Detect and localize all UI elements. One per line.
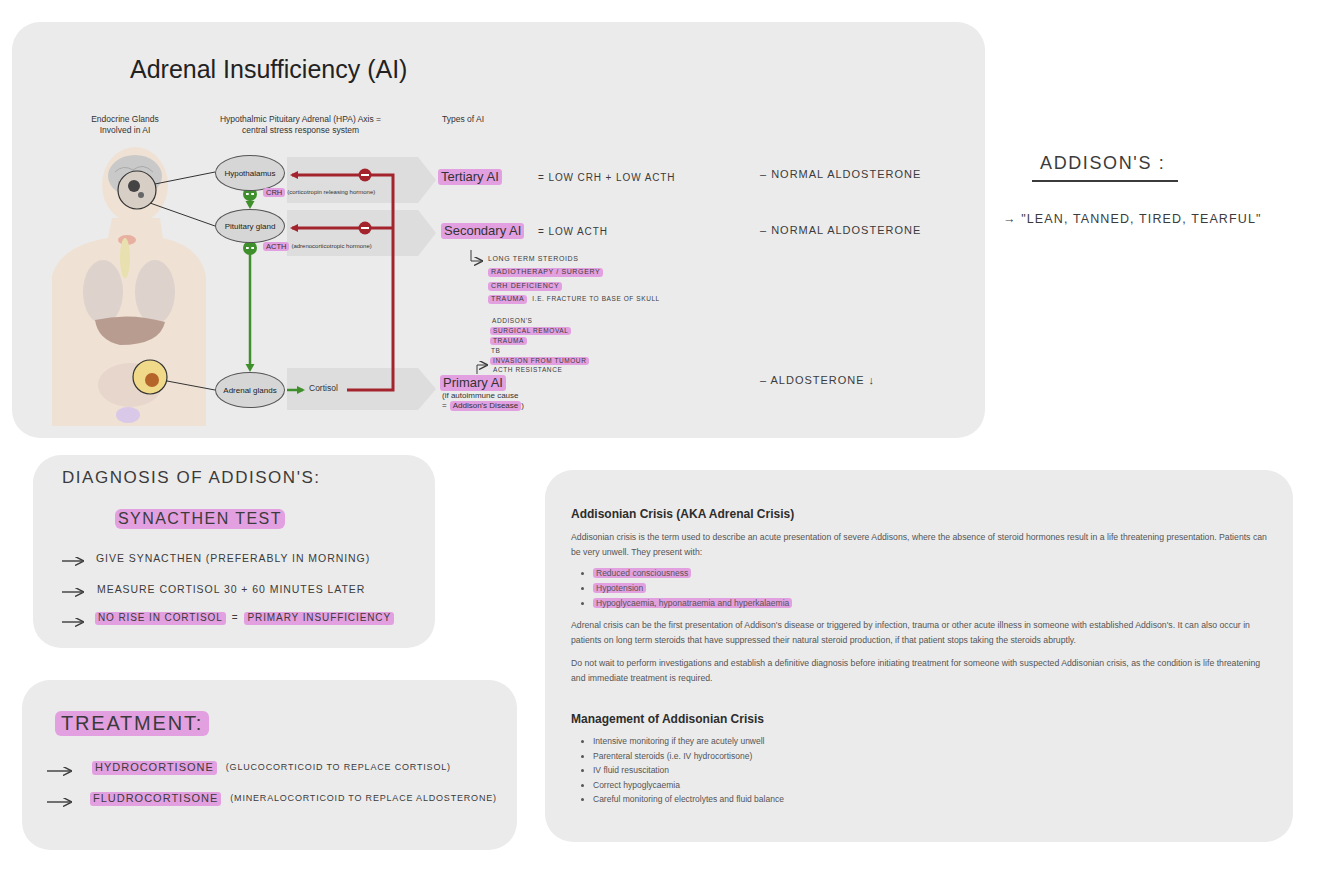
highlight-tag: FLUDROCORTISONE [90,792,221,806]
annotation: Endocrine Glands Involved in AI [85,114,165,135]
hand-note: LONG TERM STEROIDS [488,255,579,264]
paragraph: Addisonian crisis is the term used to de… [571,530,1267,560]
bullet-arrows [47,561,82,802]
arrow-head [246,201,255,209]
info-panel: Addisonian Crisis (AKA Adrenal Crisis) Ad… [545,470,1293,842]
hand-note: I.E. FRACTURE TO BASE OF SKULL [532,295,659,303]
arrow-head [246,364,255,372]
list-item: Reduced consciousness [593,567,1267,581]
hand-note: ACTH RESISTANCE [493,366,562,374]
hand-note: = LOW ACTH [538,226,608,239]
hand-note: – ALDOSTERONE ↓ [760,374,875,388]
hand-note: – NORMAL ALDOSTERONE [760,168,921,182]
type-bands [287,157,436,410]
panel-body: Addisonian Crisis (AKA Adrenal Crisis) Ad… [545,470,1293,833]
highlighted-symptom: Hypoglycaemia, hyponatraemia and hyperka… [593,598,792,608]
highlight-tag: PRIMARY INSUFFICIENCY [244,612,394,625]
highlighted-symptom: Reduced consciousness [593,568,691,578]
highlighted-symptom: Hypotension [593,583,646,593]
highlight-tag: NO RISE IN CORTISOL [95,612,226,625]
annotation: Hypothalmic Pituitary Adrenal (HPA) Axis… [218,114,383,135]
axis-line [249,191,252,202]
gland-name: Pituitary gland [225,222,276,231]
hand-note: MEASURE CORTISOL 30 + 60 MINUTES LATER [97,583,365,596]
section-heading: Management of Addisonian Crisis [571,712,1267,726]
annotation: Cortisol [309,383,338,394]
highlight-tag: Addison's Disease [450,401,522,411]
list-item: Parenteral steroids (i.e. IV hydrocortis… [593,750,1267,764]
heading-underline [1032,180,1178,182]
highlight-tag: TRAUMA [490,337,527,345]
highlight-tag: CRH DEFICIENCY [488,282,562,291]
highlight-tag: SURGICAL REMOVAL [490,327,571,335]
hand-note: (MINERALOCORTICOID TO REPLACE ALDOSTERON… [230,793,497,804]
highlight-tag: Tertiary AI [438,169,502,185]
callout-circles [118,171,215,394]
highlight-tag: INVASION FROM TUMOUR [490,357,589,365]
list-item: Intensive monitoring if they are acutely… [593,735,1267,749]
list-item: Hypotension [593,582,1267,596]
stimulation [243,187,303,390]
gland-name: Hypothalamus [224,169,275,178]
hand-note: GIVE SYNACTHEN (PREFERABLY IN MORNING) [96,552,370,565]
gland-ellipse: Hypothalamus [215,155,285,191]
panel-heading: Adrenal Insufficiency (AI) [130,55,407,84]
highlight-tag: Secondary AI [441,223,524,239]
annotation: (if autoimmune cause [442,391,518,401]
gland-name: Adrenal glands [223,386,276,395]
highlight-tag: TRAUMA [488,295,527,304]
axis-arrow [246,243,255,372]
list-item: IV fluid resuscitation [593,764,1267,778]
annotation: ) [521,401,524,411]
panel-heading: DIAGNOSIS OF ADDISON'S: [62,468,321,488]
hand-note: → "LEAN, TANNED, TIRED, TEARFUL" [1003,212,1262,228]
cause-pointers [471,250,486,374]
gland-ellipse: Adrenal glands [215,372,285,408]
paragraph: Adrenal crisis can be the first presenta… [571,618,1267,648]
highlight-tag: Primary AI [440,375,506,391]
highlight-tag: SYNACTHEN TEST [115,509,285,529]
list-item: Correct hypoglycaemia [593,779,1267,793]
highlight-tag: HYDROCORTISONE [92,761,217,775]
highlight-tag: RADIOTHERAPY / SURGERY [488,268,603,277]
bullet-list: Intensive monitoring if they are acutely… [571,735,1267,807]
hand-note: = LOW CRH + LOW ACTH [538,172,675,185]
annotation: Types of AI [442,114,484,125]
annotation: (corticotropin releasing hormone) [287,189,375,197]
bullet-list: Reduced consciousnessHypotensionHypoglyc… [571,567,1267,610]
axis-arrow [246,191,255,209]
hand-note: = [232,612,239,625]
hand-note: (GLUCOCORTICOID TO REPLACE CORTISOL) [226,762,451,773]
annotation: (adrenocorticotropic hormone) [291,243,371,251]
paragraph: Do not wait to perform investigations an… [571,656,1267,686]
negative-feedback [292,169,393,391]
list-item: Hypoglycaemia, hyponatraemia and hyperka… [593,597,1267,611]
hand-note: TB [491,347,500,355]
section-heading: Addisonian Crisis (AKA Adrenal Crisis) [571,507,1267,521]
annotation: = [442,401,447,411]
hand-note: ADDISON'S [492,317,532,325]
gland-ellipse: Pituitary gland [215,209,285,243]
highlight-tag: ACTH [263,242,289,251]
highlight-tag: CRH [263,188,285,197]
axis-line [249,243,252,365]
hand-note: – NORMAL ALDOSTERONE [760,224,921,238]
list-item: Careful monitoring of electrolytes and f… [593,793,1267,807]
hand-note: ADDISON'S : [1040,152,1165,175]
panel-heading: TREATMENT: [55,711,209,736]
